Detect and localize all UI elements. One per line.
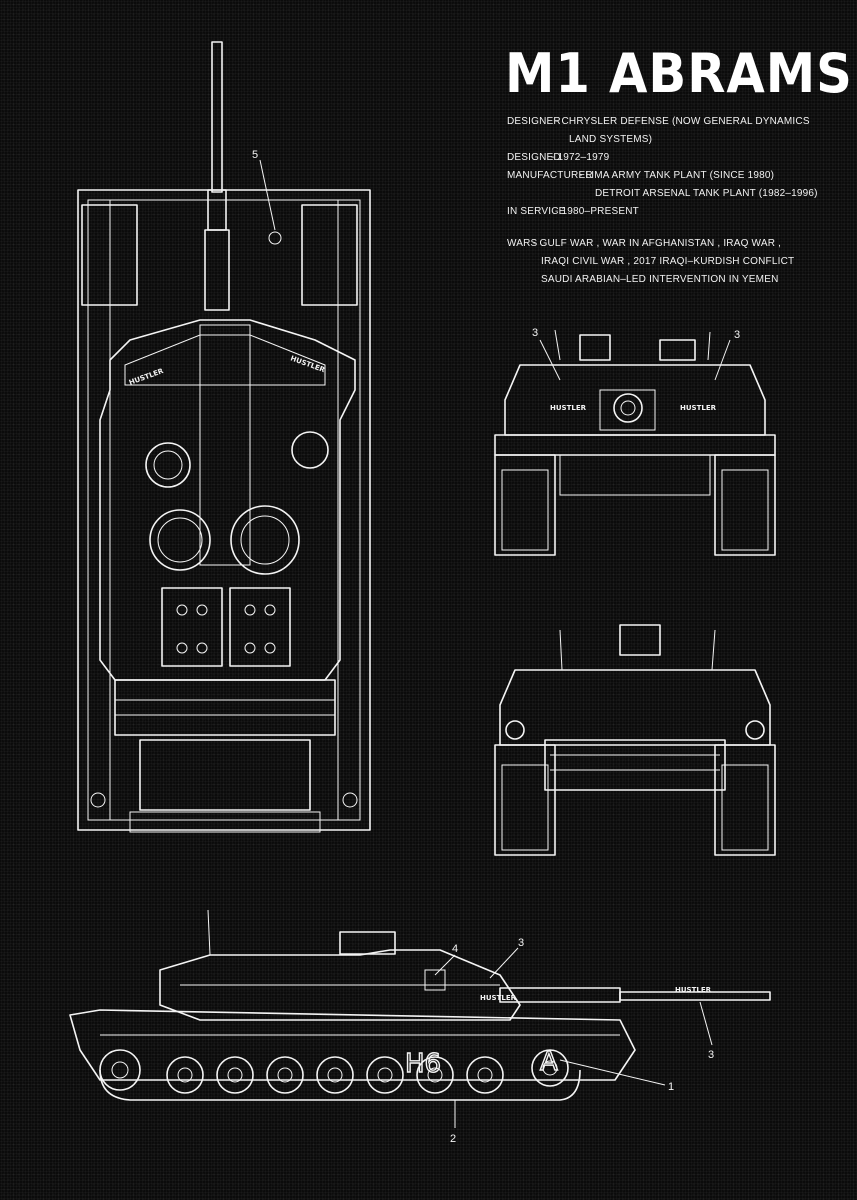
spec-value: - 1980–PRESENT	[555, 206, 639, 217]
top-view-drawing: HUSTLER HUSTLER 5	[77, 41, 371, 833]
hull-marking-right: HUSTLER	[289, 354, 326, 374]
spec-value: LAND SYSTEMS)	[569, 134, 653, 145]
spec-label: WARS	[507, 238, 538, 249]
spec-in-service: IN SERVICE - 1980–PRESENT	[507, 203, 837, 221]
side-view-drawing: H6 A HUSTLER HUSTLER 4 3 3 1 2	[69, 909, 771, 1145]
spec-block: DESIGNER - CHRYSLER DEFENSE (NOW GENERAL…	[507, 113, 837, 285]
spec-label: IN SERVICE	[507, 206, 566, 217]
spec-value: IRAQI CIVIL WAR , 2017 IRAQI–KURDISH CON…	[541, 256, 795, 267]
spec-value: - GULF WAR , WAR IN AFGHANISTAN , IRAQ W…	[533, 238, 782, 249]
front-marking-left: HUSTLER	[550, 404, 587, 412]
spec-value: SAUDI ARABIAN–LED INTERVENTION IN YEMEN	[541, 274, 779, 285]
front-view-drawing: HUSTLER HUSTLER 3 3	[494, 327, 776, 556]
callout-3-side-gun: 3	[708, 1049, 714, 1061]
spec-label: DESIGNER	[507, 116, 561, 127]
spec-value: DETROIT ARSENAL TANK PLANT (1982–1996)	[595, 188, 818, 199]
spec-value: - LIMA ARMY TANK PLANT (SINCE 1980)	[579, 170, 775, 181]
spec-manufacturer: MANUFACTURER - LIMA ARMY TANK PLANT (SIN…	[507, 167, 837, 199]
road-wheels	[99, 1049, 569, 1094]
front-marking-right: HUSTLER	[680, 404, 717, 412]
spec-value: - 1972–1979	[551, 152, 610, 163]
spec-label: MANUFACTURER	[507, 170, 593, 181]
callout-2: 2	[450, 1133, 456, 1145]
callout-4: 4	[452, 943, 458, 955]
callout-3-side-turret: 3	[518, 937, 524, 949]
callout-1: 1	[668, 1081, 674, 1093]
hull-marking-left: HUSTLER	[128, 367, 165, 387]
spec-label: DESIGNED	[507, 152, 561, 163]
spec-designed: DESIGNED - 1972–1979	[507, 149, 837, 167]
side-turret-marking: HUSTLER	[480, 994, 517, 1002]
page-title: M1 ABRAMS	[505, 42, 853, 105]
spec-designer: DESIGNER - CHRYSLER DEFENSE (NOW GENERAL…	[507, 113, 837, 145]
callout-3-front-right: 3	[734, 329, 740, 341]
hull-code-marking: H6	[405, 1049, 441, 1079]
hull-letter-marking: A	[540, 1047, 558, 1077]
spec-value: - CHRYSLER DEFENSE (NOW GENERAL DYNAMICS	[555, 116, 810, 127]
spec-wars: WARS - GULF WAR , WAR IN AFGHANISTAN , I…	[507, 235, 837, 285]
rear-view-drawing	[494, 624, 776, 856]
callout-5: 5	[252, 149, 258, 161]
side-gun-marking: HUSTLER	[675, 986, 712, 994]
callout-3-front-left: 3	[532, 327, 538, 339]
